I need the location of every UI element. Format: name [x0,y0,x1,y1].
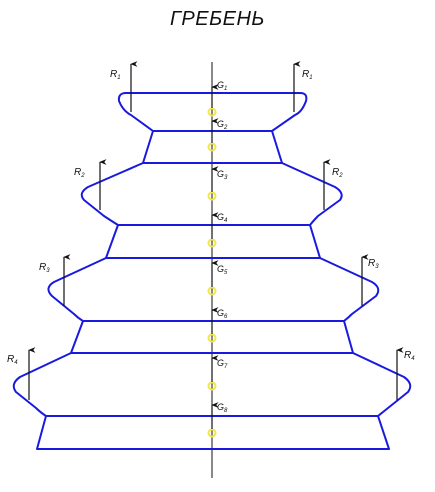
label-g5: G5 [217,264,228,276]
label-r4-left: R4 [7,354,18,366]
section-8-outline [36,415,390,450]
label-r3-left: R3 [39,262,50,274]
label-g7: G7 [217,358,228,370]
label-g4: G4 [217,212,228,224]
centroid-g4 [207,238,217,248]
centroid-g2 [207,142,217,152]
label-r2-right: R2 [332,167,343,179]
centroid-g3 [207,191,217,201]
centroid-g1 [207,107,217,117]
label-r2-left: R2 [74,167,85,179]
centroid-g6 [207,333,217,343]
label-g2: G2 [217,119,228,131]
label-g6: G6 [217,308,228,320]
diagram-title: ГРЕБЕНЬ [170,8,265,30]
label-g1: G1 [217,80,227,92]
centroid-g7 [207,381,217,391]
section-5-outline [47,257,380,322]
section-1-outline [117,92,308,132]
label-r4-right: R4 [404,350,415,362]
label-r1-right: R1 [302,69,313,81]
label-g3: G3 [217,169,228,181]
label-r1-left: R1 [110,69,121,81]
label-g8: G8 [217,402,228,414]
centroid-g5 [207,286,217,296]
section-4-outline [105,224,321,259]
centroid-g8 [207,428,217,438]
label-r3-right: R3 [368,258,379,270]
